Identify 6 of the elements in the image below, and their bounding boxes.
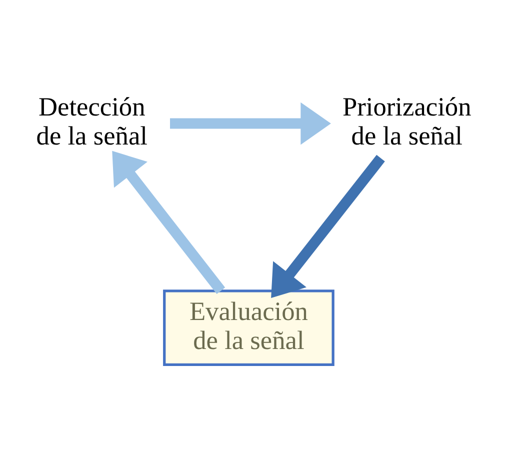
arrow [112,150,226,294]
node-text: Priorización de la señal [342,92,472,151]
arrow [170,102,331,145]
node-box: Evaluación de la señal [163,290,334,366]
node-text: Detección de la señal [36,92,148,151]
arrow [271,154,385,298]
